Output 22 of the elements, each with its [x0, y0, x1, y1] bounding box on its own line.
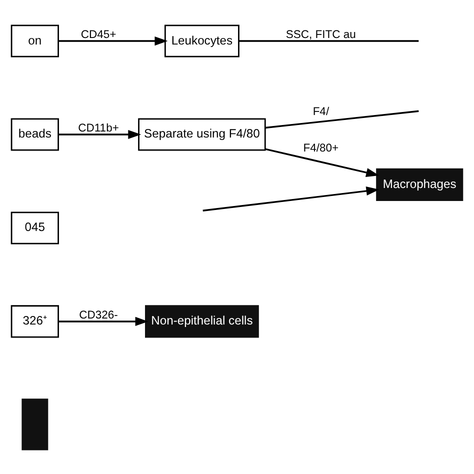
arrow — [58, 129, 142, 139]
node-box: 326⁺ — [10, 304, 59, 338]
node-box: Non-epithelial cells — [145, 304, 259, 338]
edge-label: CD326- — [79, 308, 118, 321]
arrow — [58, 316, 148, 326]
edge-label: F4/80+ — [303, 142, 339, 154]
node-box: beads — [10, 118, 59, 150]
edge-label: F4/ — [312, 105, 330, 118]
node-box: Leukocytes — [164, 24, 240, 57]
arrow — [202, 186, 380, 212]
edge-label: CD11b+ — [78, 122, 119, 134]
edge-label: SSC, FITC au — [286, 28, 356, 40]
arrow — [265, 148, 380, 176]
node-box — [22, 398, 48, 450]
node-box: Separate using F4/80 — [138, 118, 266, 150]
arrow — [58, 36, 168, 46]
node-box: 045 — [10, 211, 59, 244]
connector — [238, 40, 419, 42]
node-box: Macrophages — [376, 168, 464, 200]
node-box: on — [10, 24, 59, 57]
edge-label: CD45+ — [80, 28, 116, 40]
connector — [265, 110, 419, 128]
